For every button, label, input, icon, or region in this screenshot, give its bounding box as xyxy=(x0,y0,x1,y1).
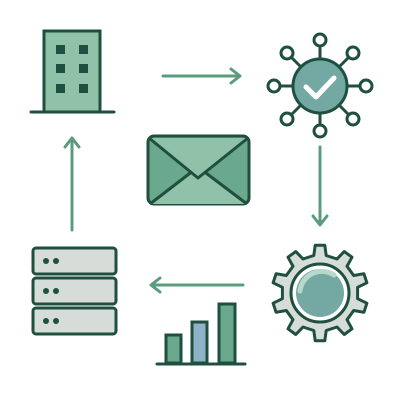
office-building-icon xyxy=(29,29,116,114)
server-database-icon xyxy=(31,246,118,336)
envelope-icon xyxy=(146,134,251,206)
checkmark-icon xyxy=(303,75,337,100)
verified-network-hub-icon xyxy=(266,32,374,139)
arrow-building-to-hub xyxy=(161,67,242,85)
arrow-hub-to-gear xyxy=(311,145,329,227)
bar-chart-icon xyxy=(155,302,247,366)
arrow-database-to-building xyxy=(63,136,81,232)
gear-icon xyxy=(271,243,369,343)
arrow-gear-to-database xyxy=(149,276,245,294)
